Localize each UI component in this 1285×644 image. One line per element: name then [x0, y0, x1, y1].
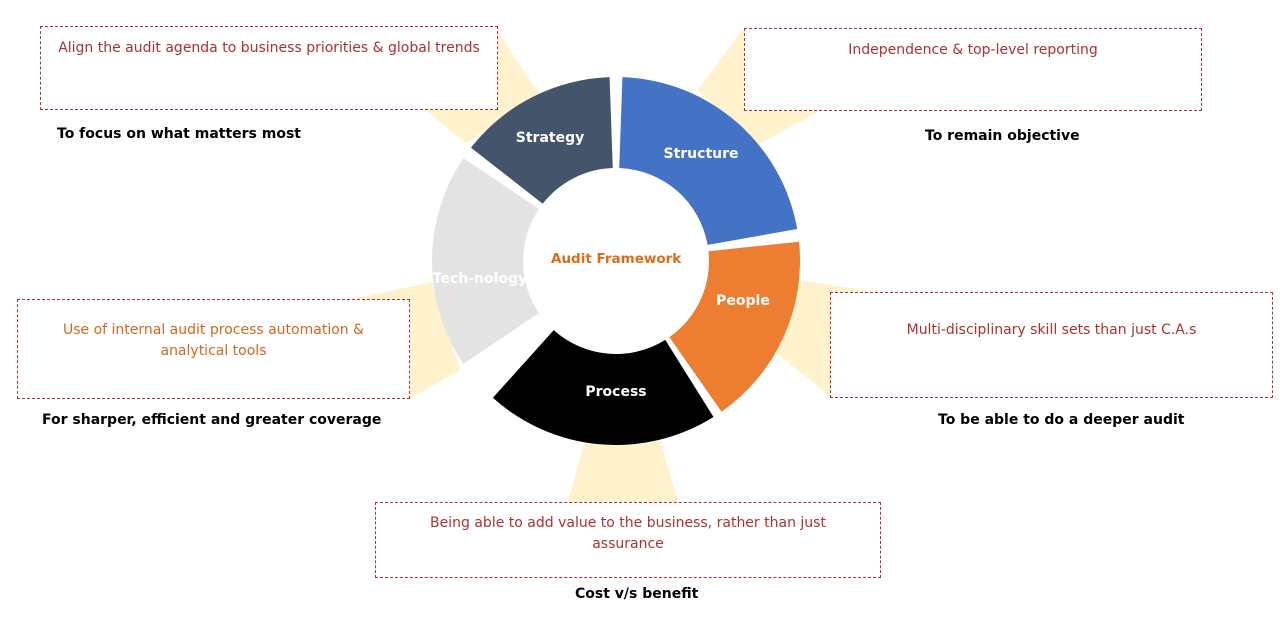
box-structure-text: Independence & top-level reporting: [848, 42, 1098, 58]
note-process: Cost v/s benefit: [575, 586, 699, 602]
connector-process: [568, 440, 678, 502]
segment-label-process: Process: [585, 384, 647, 400]
box-people-text: Multi-disciplinary skill sets than just …: [906, 322, 1197, 338]
note-technology: For sharper, efficient and greater cover…: [42, 412, 382, 428]
segment-people: [669, 241, 800, 412]
box-people: Multi-disciplinary skill sets than just …: [830, 292, 1273, 398]
segment-label-strategy: Strategy: [515, 130, 585, 146]
center-title: Audit Framework: [551, 251, 682, 267]
segment-process: [492, 330, 714, 445]
segment-technology: [431, 158, 539, 364]
segment-label-technology: Tech-nology: [432, 271, 528, 287]
box-strategy-text: Align the audit agenda to business prior…: [58, 40, 480, 56]
box-structure: Independence & top-level reporting: [744, 28, 1202, 111]
box-technology: Use of internal audit process automation…: [17, 299, 410, 399]
box-strategy: Align the audit agenda to business prior…: [40, 26, 498, 110]
segment-label-structure: Structure: [663, 146, 739, 162]
box-process: Being able to add value to the business,…: [375, 502, 881, 578]
box-process-text: Being able to add value to the business,…: [430, 515, 826, 552]
segment-structure: [619, 77, 798, 245]
segment-label-people: People: [716, 293, 770, 309]
note-people: To be able to do a deeper audit: [938, 412, 1185, 428]
segment-strategy: [471, 77, 613, 204]
box-technology-text: Use of internal audit process automation…: [62, 322, 365, 359]
note-strategy: To focus on what matters most: [57, 126, 301, 142]
note-structure: To remain objective: [925, 128, 1080, 144]
